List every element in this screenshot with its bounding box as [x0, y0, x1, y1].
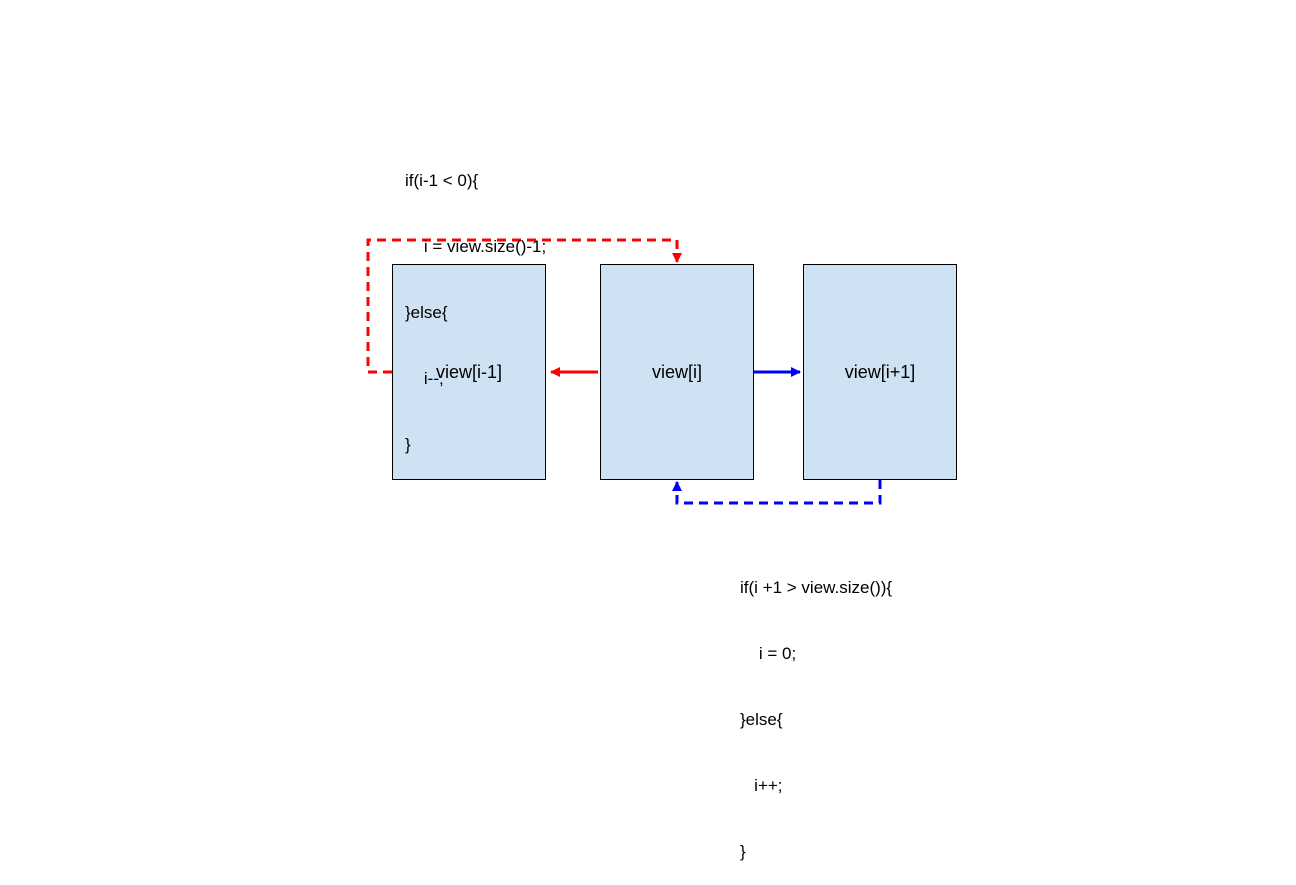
view-box-next: view[i+1] [803, 264, 957, 480]
code-line: }else{ [405, 303, 448, 322]
code-line: } [740, 842, 746, 861]
view-box-prev-label: view[i-1] [435, 361, 502, 382]
view-box-next-label: view[i+1] [844, 361, 916, 382]
view-box-current: view[i] [600, 264, 754, 480]
code-line: }else{ [740, 710, 783, 729]
code-line: if(i-1 < 0){ [405, 171, 479, 190]
view-box-current-label: view[i] [651, 361, 702, 382]
code-line: i = 0; [740, 644, 797, 663]
connector-layer [366, 238, 882, 505]
code-line: if(i +1 > view.size()){ [740, 578, 893, 597]
code-block-decrement: if(i-1 < 0){ i = view.size()-1; }else{ i… [405, 126, 546, 478]
code-line: i = view.size()-1; [405, 237, 547, 256]
code-line: i--; [405, 369, 444, 388]
view-box-prev: view[i-1] [392, 264, 546, 480]
code-line: i++; [740, 776, 783, 795]
wrap-arrow-next [672, 480, 882, 505]
wrap-arrow-prev [366, 238, 682, 374]
code-line: } [405, 435, 411, 454]
code-block-increment: if(i +1 > view.size()){ i = 0; }else{ i+… [740, 533, 892, 885]
